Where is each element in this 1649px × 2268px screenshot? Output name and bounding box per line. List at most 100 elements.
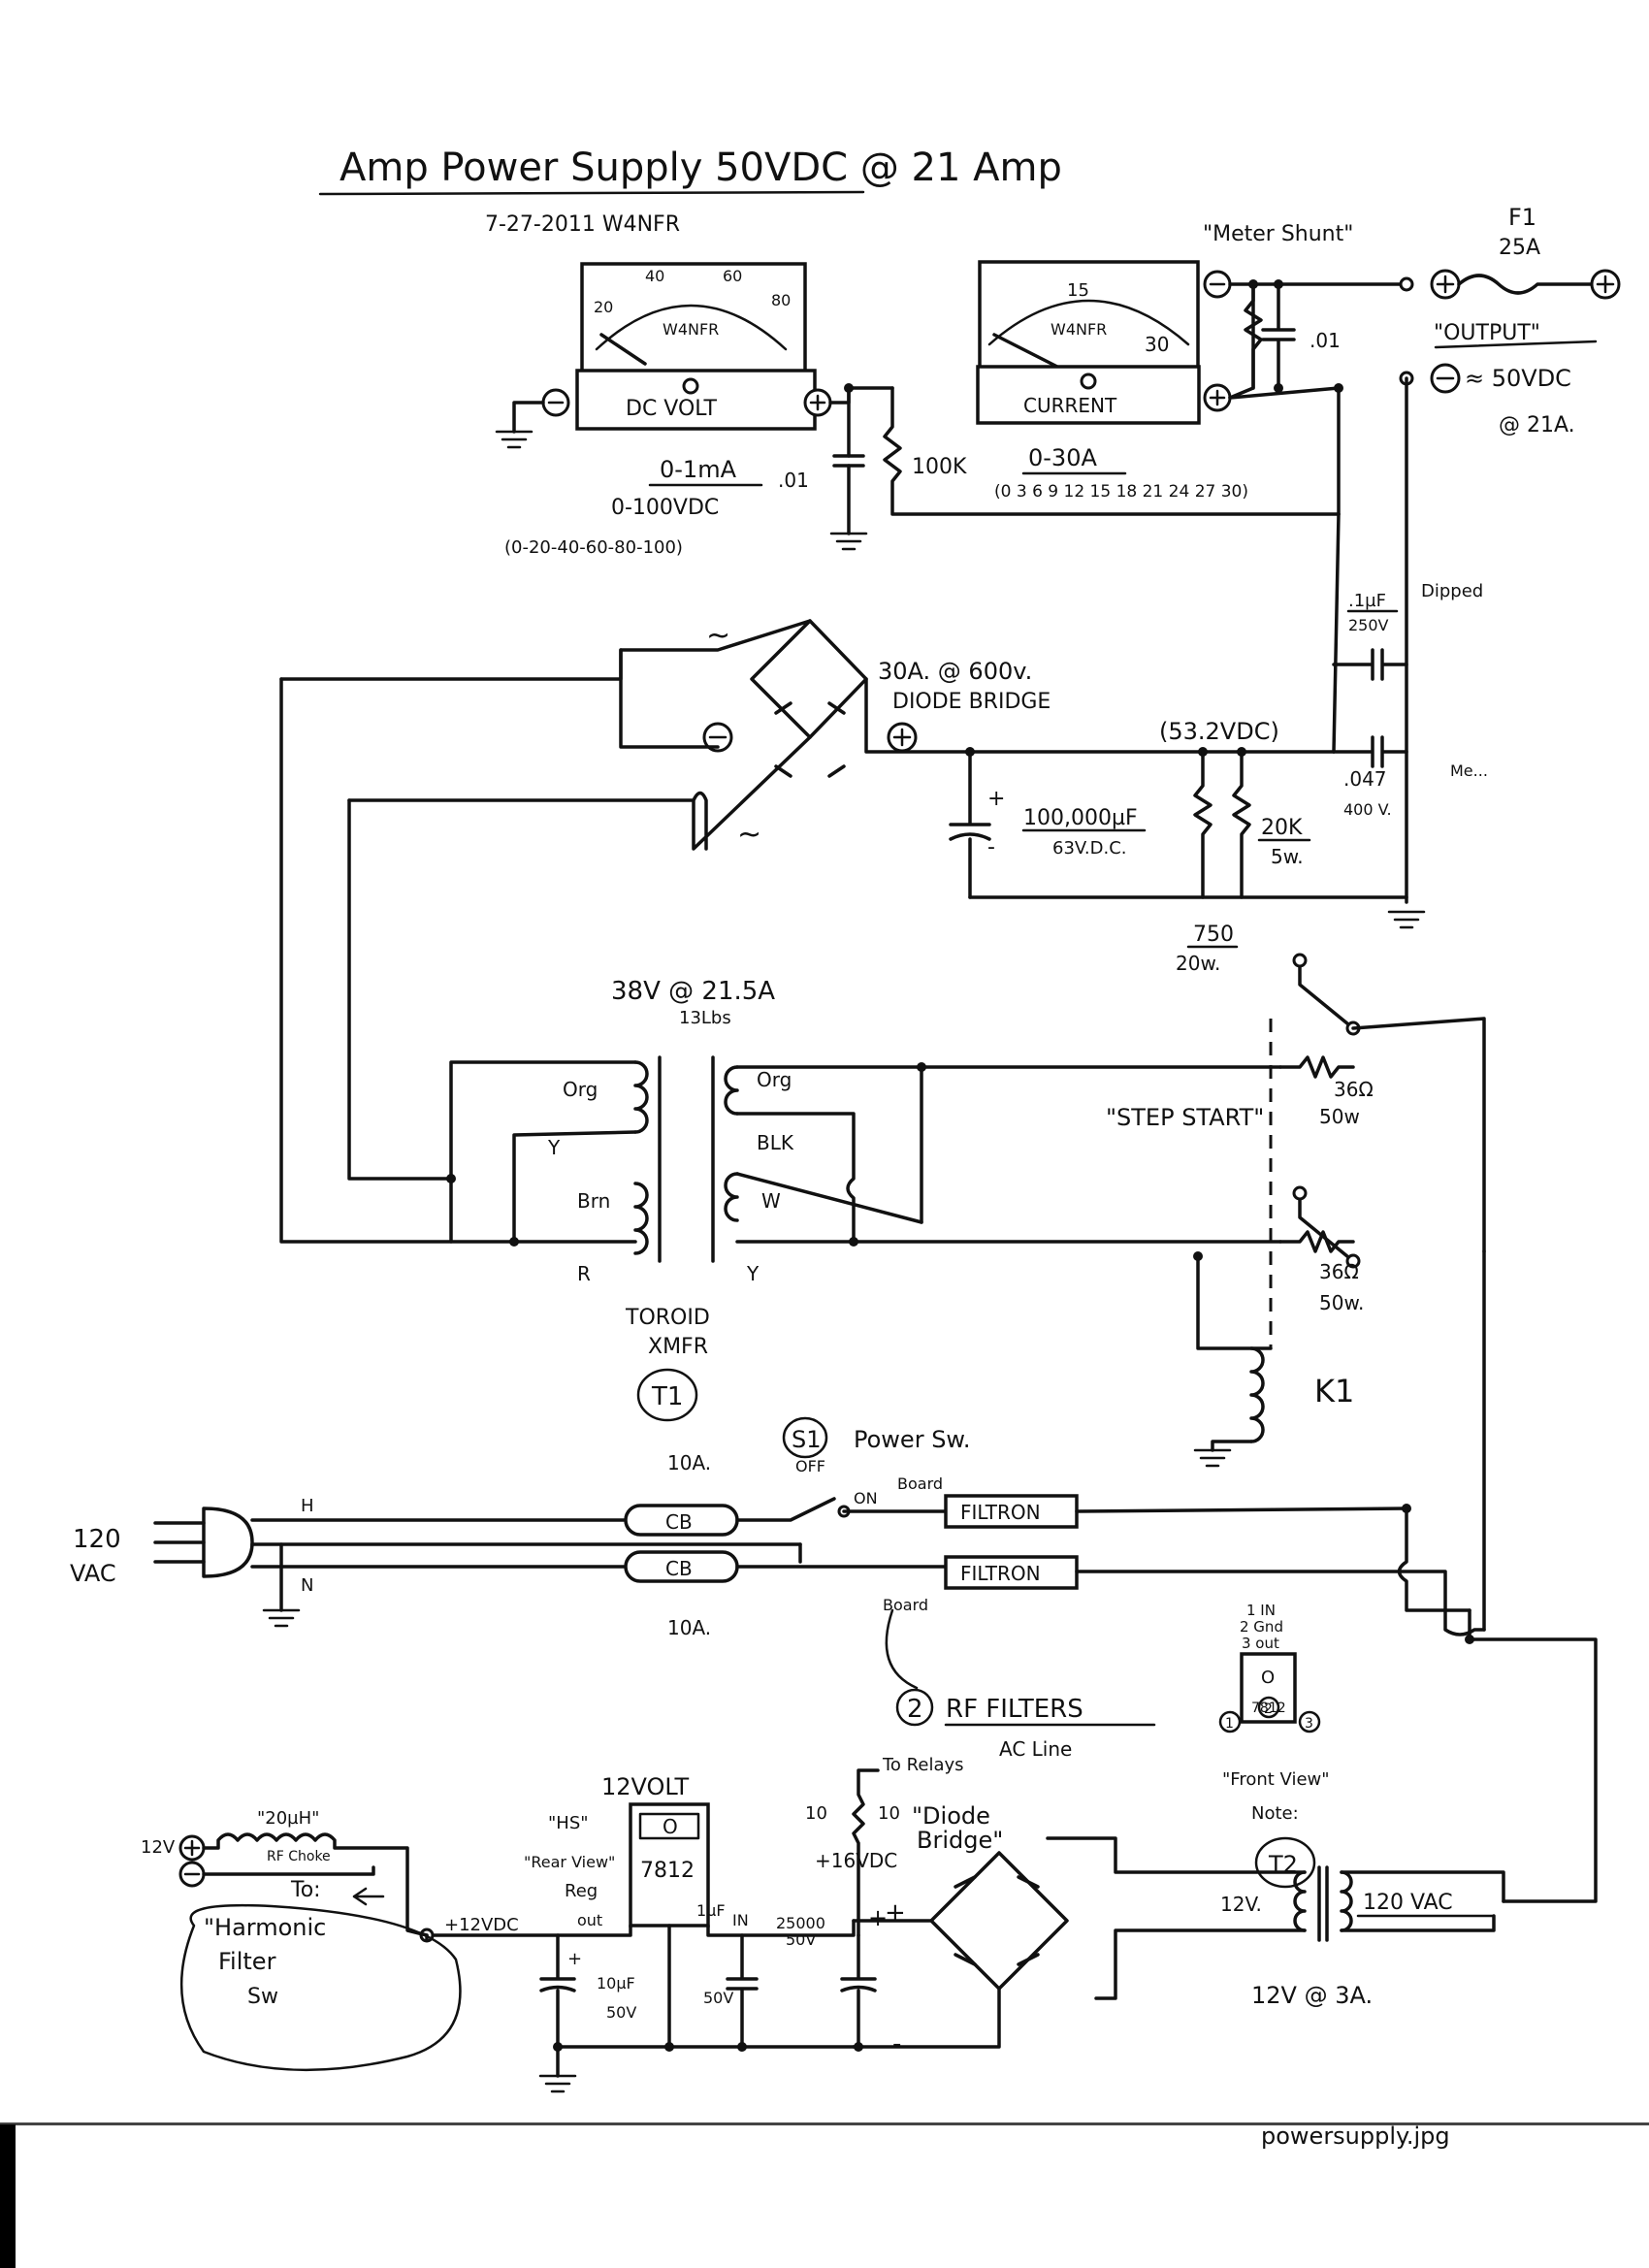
choke-value: "20µH" xyxy=(257,1808,319,1829)
cap-25000-v: 50V xyxy=(786,1930,816,1949)
output-current: @ 21A. xyxy=(1499,413,1575,437)
r36-a-watts: 50w xyxy=(1319,1105,1360,1128)
r750-watts: 20w. xyxy=(1176,952,1220,975)
volt-tick-80: 80 xyxy=(771,291,791,309)
choke-name: RF Choke xyxy=(267,1849,331,1864)
lead-blk: BLK xyxy=(757,1131,794,1154)
lead-r: R xyxy=(577,1262,591,1285)
step-start-label: "STEP START" xyxy=(1106,1104,1264,1131)
bleeder-watts: 5w. xyxy=(1271,845,1304,868)
volt-meter: 20 40 60 80 W4NFR DC VOLT 0-1mA 0-100VDC… xyxy=(504,262,832,558)
filtron-hot-label: FILTRON xyxy=(960,1501,1041,1524)
toroid-transformer-t1 xyxy=(633,1055,739,1263)
ground-symbol xyxy=(1193,1448,1232,1468)
date-author: 7-27-2011 W4NFR xyxy=(485,212,680,237)
volt-meter-screw xyxy=(682,377,699,395)
xfmr-designator: T1 xyxy=(651,1382,683,1411)
lv-bridge-1: "Diode xyxy=(912,1802,990,1830)
ground-symbol xyxy=(538,2074,577,2093)
volt-cap-label: .01 xyxy=(778,469,809,492)
cap-25000-label: 25000 xyxy=(776,1914,825,1932)
title-block: Amp Power Supply 50VDC @ 21 Amp 7-27-201… xyxy=(318,146,1450,2150)
cap-10uf-plus: + xyxy=(567,1949,582,1969)
volt-points: (0-20-40-60-80-100) xyxy=(504,537,683,558)
filters-id: 2 xyxy=(907,1695,923,1724)
breaker-rating-top: 10A. xyxy=(667,1451,711,1474)
current-meter: 15 30 W4NFR CURRENT 0-30A (0 3 6 9 12 15… xyxy=(976,260,1248,502)
reg-part-label: 7812 xyxy=(640,1859,695,1883)
harmonic-1: "Harmonic xyxy=(204,1914,326,1941)
filter-cap-100000uf xyxy=(949,750,991,899)
side-note: Me... xyxy=(1450,761,1488,780)
lv-output-label: +12VDC xyxy=(444,1915,519,1935)
cap-047-voltage: 400 V. xyxy=(1343,800,1392,819)
fuse-f1 xyxy=(1457,274,1593,295)
cap-10uf-label: 10µF xyxy=(597,1974,635,1993)
power-switch-s1 xyxy=(735,1497,836,1522)
filter-cap-plus: + xyxy=(987,787,1005,811)
bridge-ac-bottom: ~ xyxy=(737,818,761,852)
regulator-7812 xyxy=(629,1802,710,1928)
note-label: Note: xyxy=(1251,1803,1299,1824)
reg-in: IN xyxy=(732,1911,749,1929)
rf-choke xyxy=(202,1832,429,1937)
filter-cap-value: 100,000µF xyxy=(1023,806,1138,830)
resistor-100k-label: 100K xyxy=(912,455,967,479)
pin-2: 2 xyxy=(1264,1701,1273,1717)
current-range: 0-30A xyxy=(1028,444,1097,471)
filtron-neutral-label: FILTRON xyxy=(960,1562,1041,1585)
output-label: "OUTPUT" xyxy=(1434,321,1540,345)
cap-047-label: .047 xyxy=(1343,767,1387,791)
shunt-cap-label: .01 xyxy=(1310,329,1341,352)
cap-1uf-lv-label: 1µF xyxy=(696,1901,726,1920)
ground-symbol xyxy=(262,1608,301,1628)
filter-cap-minus: - xyxy=(987,835,995,859)
lead-org-pri: Org xyxy=(563,1078,598,1101)
ground-symbol xyxy=(1387,910,1426,929)
cap-1uf-voltage: 250V xyxy=(1348,616,1389,634)
volt-meter-label: DC VOLT xyxy=(626,397,718,421)
lead-w: W xyxy=(761,1189,781,1213)
reg-out: out xyxy=(577,1911,602,1929)
rf-filters-label: RF FILTERS xyxy=(946,1695,1083,1724)
breaker-hot-label: CB xyxy=(665,1510,693,1534)
pin-3: 3 xyxy=(1305,1716,1313,1732)
t2-rating: 12V @ 3A. xyxy=(1251,1982,1373,2009)
title-underline xyxy=(318,190,865,196)
pin-note-3: 3 out xyxy=(1242,1635,1279,1652)
harmonic-filter-note xyxy=(179,1903,462,2072)
ground-symbol xyxy=(495,430,534,449)
switch-id: S1 xyxy=(792,1426,822,1453)
lead-brn: Brn xyxy=(577,1189,610,1213)
step-start-switch-1 xyxy=(1298,958,1355,1030)
volt-meter-maker: W4NFR xyxy=(663,320,719,339)
lead-y-sec: Y xyxy=(746,1262,760,1285)
xfmr-weight: 13Lbs xyxy=(679,1008,731,1028)
lead-org-sec: Org xyxy=(757,1068,792,1091)
cap-1uf-lv xyxy=(726,1933,759,2049)
current-tick-15: 15 xyxy=(1067,280,1089,301)
bridge-rating: 30A. @ 600v. xyxy=(878,658,1032,685)
harmonic-2: Filter xyxy=(218,1948,276,1975)
fuse-rating: 25A xyxy=(1499,236,1540,260)
lv-bridge-2: Bridge" xyxy=(917,1827,1003,1854)
xfmr-rating: 38V @ 21.5A xyxy=(611,977,775,1006)
volt-meter-needle xyxy=(599,333,647,366)
to-relays: To Relays xyxy=(882,1755,964,1775)
scan-edge-bar xyxy=(0,2124,16,2268)
cap-25000-plus: + xyxy=(868,1904,888,1931)
filtron-filter-neutral xyxy=(944,1555,1079,1590)
ground-symbol xyxy=(829,532,868,551)
reg-pin-o: O xyxy=(663,1815,678,1838)
ac-voltage-1: 120 xyxy=(73,1525,121,1554)
cap-dipped: Dipped xyxy=(1421,581,1483,601)
to-label: To: xyxy=(290,1878,321,1902)
volt-tick-40: 40 xyxy=(645,267,664,285)
current-meter-label: CURRENT xyxy=(1023,394,1117,417)
cap-1uf-label: .1µF xyxy=(1348,591,1386,611)
t2-secondary: 12V. xyxy=(1220,1893,1262,1916)
current-points: (0 3 6 9 12 15 18 21 24 27 30) xyxy=(994,482,1248,502)
low-voltage-diode-bridge xyxy=(929,1851,1069,1991)
bleeder-2 xyxy=(1232,750,1251,899)
